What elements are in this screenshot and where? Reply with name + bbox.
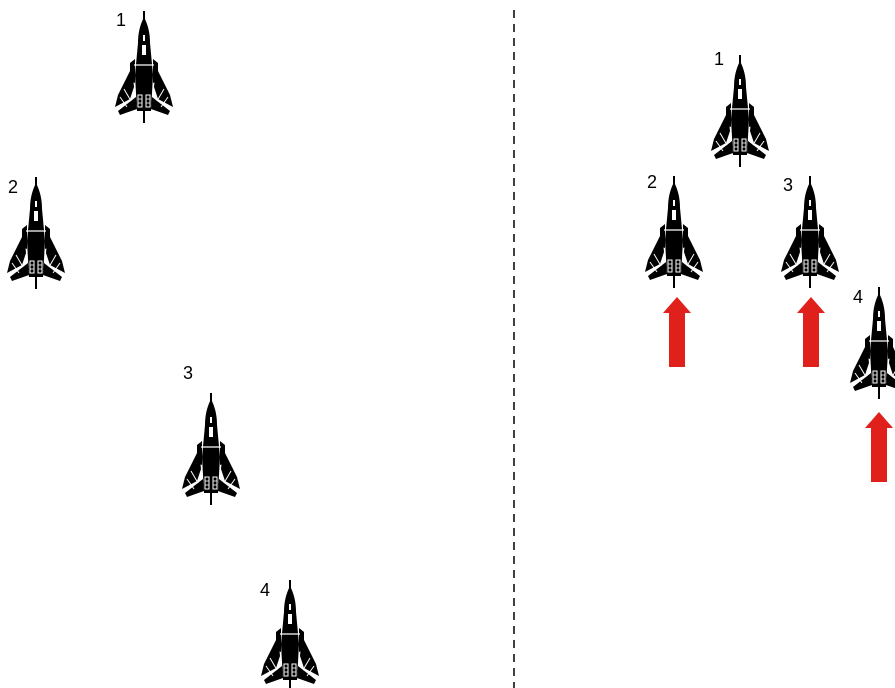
aircraft-right-1: 1 <box>711 49 769 167</box>
aircraft-label: 3 <box>183 363 193 383</box>
aircraft-left-1: 1 <box>115 10 173 123</box>
right-panel: 1 2 3 4 <box>645 49 895 482</box>
aircraft-left-3: 3 <box>182 363 240 505</box>
aircraft-right-2: 2 <box>645 172 703 288</box>
jet-fighter-icon <box>645 176 703 288</box>
aircraft-label: 1 <box>116 10 126 30</box>
aircraft-right-4: 4 <box>850 287 895 399</box>
aircraft-right-3: 3 <box>781 175 839 288</box>
jet-fighter-icon <box>182 393 240 505</box>
aircraft-label: 4 <box>260 580 270 600</box>
up-arrow-icon <box>663 297 691 367</box>
jet-fighter-icon <box>711 55 769 167</box>
aircraft-label: 4 <box>853 287 863 307</box>
up-arrow-icon <box>865 412 893 482</box>
up-arrow-icon <box>797 297 825 367</box>
aircraft-label: 2 <box>647 172 657 192</box>
aircraft-left-4: 4 <box>260 580 319 688</box>
aircraft-label: 1 <box>714 49 724 69</box>
aircraft-left-2: 2 <box>7 177 65 289</box>
left-panel: 1 2 3 4 <box>7 10 319 688</box>
aircraft-label: 2 <box>8 177 18 197</box>
aircraft-label: 3 <box>783 175 793 195</box>
